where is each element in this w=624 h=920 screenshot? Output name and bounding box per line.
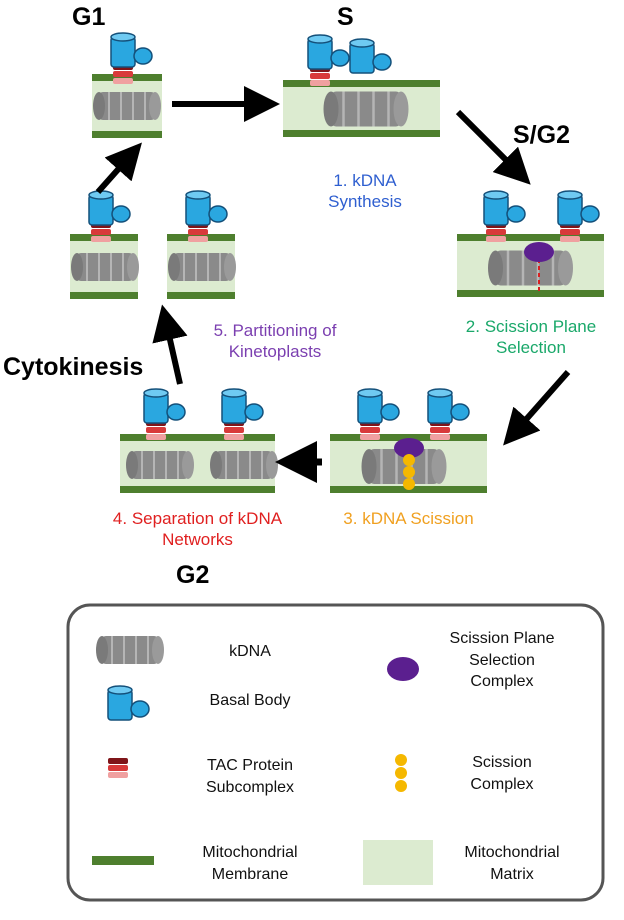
arrow-daughters-to-g1: [95, 142, 142, 194]
step1-line1: 1. kDNA: [333, 171, 397, 190]
legend-scission-label: Scission Complex: [432, 752, 572, 795]
legend-spsc-label: Scission Plane Selection Complex: [432, 628, 572, 693]
step4-line2: Networks: [162, 530, 233, 550]
step1-line2: Synthesis: [328, 192, 402, 212]
g1-cell: [92, 32, 162, 138]
step5-line1: 5. Partitioning of: [213, 321, 337, 340]
scission-cell: [330, 388, 487, 493]
legend-basal-body-label: Basal Body: [209, 692, 291, 709]
legend-kdna-icon: [95, 635, 165, 665]
step2-label: 2. Scission Plane Selection: [446, 316, 616, 359]
phase-g1-label: G1: [72, 3, 106, 31]
step2-line2: Selection: [496, 338, 566, 358]
step4-line1: 4. Separation of kDNA: [112, 509, 283, 528]
legend-matrix-swatch: [363, 840, 433, 885]
step5-line2: Kinetoplasts: [228, 342, 322, 362]
legend-scission-line1: Scission: [472, 754, 532, 771]
legend-tac-label: TAC Protein Subcomplex: [180, 755, 320, 798]
legend-membrane-swatch: [92, 856, 154, 865]
step4-label: 4. Separation of kDNA Networks: [85, 508, 310, 551]
legend-membrane-label: Mitochondrial Membrane: [180, 842, 320, 885]
phase-cytokinesis-label: Cytokinesis: [3, 353, 144, 381]
legend-spsc-line3: Complex: [470, 673, 534, 691]
legend-membrane-line2: Membrane: [211, 865, 289, 883]
legend-scission-line2: Complex: [470, 775, 534, 793]
legend-spsc-icon: [387, 657, 419, 681]
cycle-arrows: [95, 86, 571, 483]
step5-label: 5. Partitioning of Kinetoplasts: [190, 320, 360, 363]
legend-kdna-label: kDNA: [229, 643, 271, 660]
legend-matrix-label: Mitochondrial Matrix: [442, 842, 582, 885]
legend-scission-icon: [395, 754, 407, 792]
arrow-s-to-sg2: [455, 109, 531, 185]
separation-cell: [120, 388, 279, 493]
step1-label: 1. kDNA Synthesis: [300, 170, 430, 213]
legend-matrix-line1: Mitochondrial: [464, 844, 560, 861]
arrow-sg2-to-scission: [503, 370, 571, 446]
legend-spsc-line1: Scission Plane: [449, 630, 555, 647]
phase-g2-label: G2: [176, 561, 210, 589]
s-cell: [283, 34, 440, 137]
phase-s-label: S: [337, 3, 354, 31]
legend-box: [66, 603, 605, 902]
daughter-cell-right: [167, 190, 237, 299]
legend-matrix-line2: Matrix: [490, 865, 534, 883]
legend-tac-line1: TAC Protein: [207, 757, 293, 774]
legend-spsc-line2: Selection: [469, 651, 535, 669]
sg2-cell: [457, 190, 604, 297]
daughter-cell-left: [70, 190, 140, 299]
legend-membrane-line1: Mitochondrial: [202, 844, 298, 861]
arrow-separation-to-daughters: [152, 304, 188, 385]
step2-line1: 2. Scission Plane: [465, 317, 597, 336]
legend-tac-icon: [108, 758, 128, 778]
step3-label: 3. kDNA Scission: [343, 509, 474, 528]
phase-sg2-label: S/G2: [513, 121, 570, 149]
legend-tac-line2: Subcomplex: [205, 778, 295, 796]
